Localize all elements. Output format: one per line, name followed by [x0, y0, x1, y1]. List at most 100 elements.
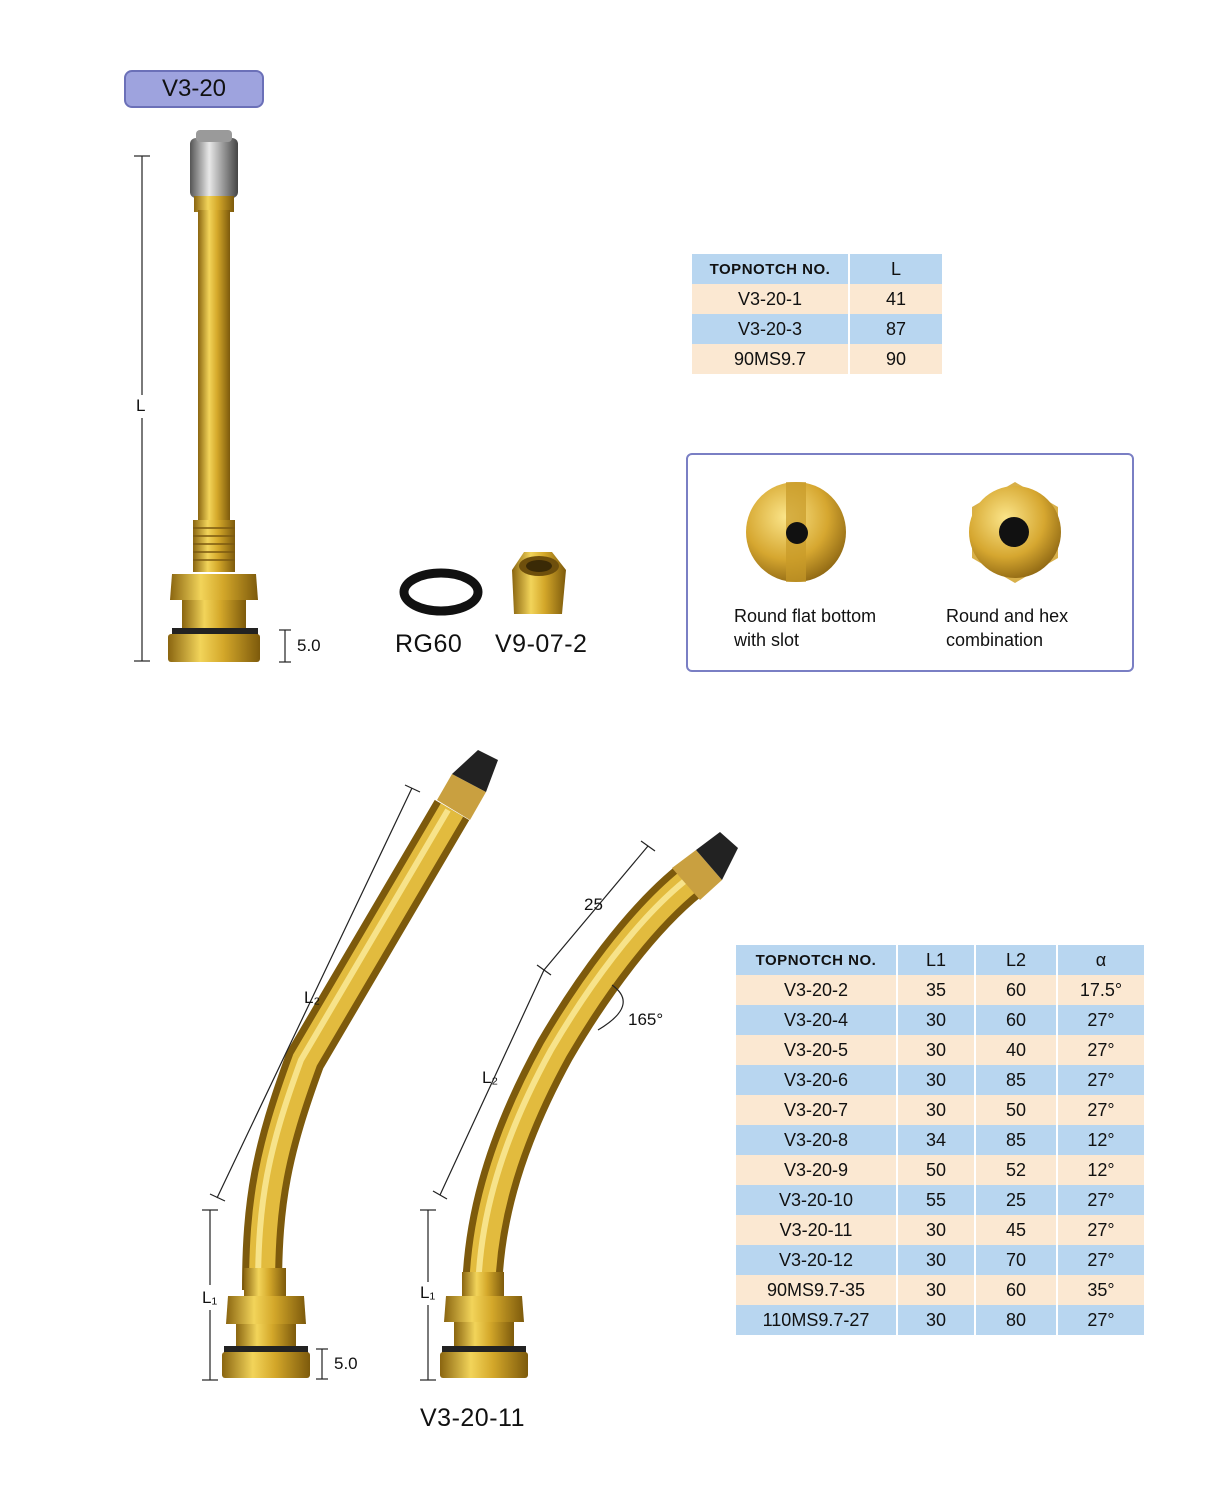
table-row: 90MS9.7 90: [692, 344, 942, 374]
caption-line: combination: [946, 630, 1044, 650]
table-cell: 30: [898, 1005, 974, 1035]
table-cell: V3-20-8: [736, 1125, 896, 1155]
bent-left-dimension-lines: [202, 784, 421, 1381]
bent-right-dimension-lines: [420, 840, 656, 1381]
table-cell: V3-20-10: [736, 1185, 896, 1215]
table-cell: 27°: [1058, 1245, 1144, 1275]
tip-length-label: 25: [584, 895, 603, 914]
table-cell: V3-20-7: [736, 1095, 896, 1125]
angle-label: 165°: [628, 1010, 664, 1029]
length-label: L: [136, 396, 146, 415]
table-cell: 25: [976, 1185, 1056, 1215]
hex-nut-icon: [512, 552, 566, 614]
table-header-cell: α: [1058, 945, 1144, 975]
table-cell: 41: [850, 284, 942, 314]
table-cell: 12°: [1058, 1125, 1144, 1155]
caption-line: Round flat bottom: [734, 606, 877, 626]
table-cell: V3-20-11: [736, 1215, 896, 1245]
table-cell: 17.5°: [1058, 975, 1144, 1005]
straight-valve-icon: [168, 130, 260, 662]
base-height-label: 5.0: [297, 636, 321, 655]
table-cell: 85: [976, 1125, 1056, 1155]
accessory-label-nut: V9-07-2: [495, 630, 588, 658]
model-badge: V3-20: [124, 70, 264, 108]
table-cell: 35: [898, 975, 974, 1005]
table-cell: 52: [976, 1155, 1056, 1185]
table-header-cell: L2: [976, 945, 1056, 975]
table-cell: 110MS9.7-27: [736, 1305, 896, 1335]
table-cell: 30: [898, 1065, 974, 1095]
table-cell: 40: [976, 1035, 1056, 1065]
table-cell: 80: [976, 1305, 1056, 1335]
table-cell: 30: [898, 1035, 974, 1065]
table-cell: 60: [976, 975, 1056, 1005]
o-ring-icon: [399, 568, 483, 616]
table-cell: 50: [898, 1155, 974, 1185]
table-cell: 27°: [1058, 1215, 1144, 1245]
round-slot-bottom-icon: [746, 482, 846, 582]
l1-label-left: L₁: [202, 1288, 218, 1307]
length-dimension-line: [134, 155, 291, 663]
accessory-label-oring: RG60: [395, 630, 463, 658]
spec-table-straight: TOPNOTCH NO. L V3-20-1 41 V3-20-3 87 90M…: [690, 254, 944, 374]
table-cell: 27°: [1058, 1185, 1144, 1215]
table-cell: V3-20-4: [736, 1005, 896, 1035]
table-row: V3-20-1 41: [692, 284, 942, 314]
base-height-label-bent: 5.0: [334, 1354, 358, 1373]
table-row: V3-20-3 87: [692, 314, 942, 344]
round-hex-bottom-icon: [969, 482, 1061, 583]
table-cell: 30: [898, 1215, 974, 1245]
table-cell: 27°: [1058, 1035, 1144, 1065]
table-header-cell: L: [850, 254, 942, 284]
bent-valve-left-icon: [222, 750, 498, 1378]
l1-label-right: L₁: [420, 1283, 436, 1302]
table-cell: 12°: [1058, 1155, 1144, 1185]
table-cell: 45: [976, 1215, 1056, 1245]
bottom-option-hex: Round and hex combination: [946, 604, 1068, 652]
table-header-row: TOPNOTCH NO. L1 L2 α: [736, 945, 1144, 975]
table-cell: 90MS9.7-35: [736, 1275, 896, 1305]
table-header-cell: TOPNOTCH NO.: [736, 945, 896, 975]
table-header-cell: L1: [898, 945, 974, 975]
table-cell: V3-20-3: [692, 314, 848, 344]
table-cell: 27°: [1058, 1095, 1144, 1125]
table-cell: V3-20-5: [736, 1035, 896, 1065]
table-cell: 30: [898, 1245, 974, 1275]
table-cell: V3-20-6: [736, 1065, 896, 1095]
table-cell: 35°: [1058, 1275, 1144, 1305]
table-cell: 27°: [1058, 1005, 1144, 1035]
table-header-row: TOPNOTCH NO. L: [692, 254, 942, 284]
caption-line: with slot: [734, 630, 800, 650]
table-cell: 60: [976, 1275, 1056, 1305]
table-cell: 50: [976, 1095, 1056, 1125]
table-header-cell: TOPNOTCH NO.: [692, 254, 848, 284]
table-cell: 90MS9.7: [692, 344, 848, 374]
table-cell: 55: [898, 1185, 974, 1215]
table-cell: 87: [850, 314, 942, 344]
table-cell: 30: [898, 1095, 974, 1125]
l2-label-right: L₂: [482, 1068, 499, 1087]
bent-valve-caption: V3-20-11: [420, 1404, 525, 1432]
table-cell: 27°: [1058, 1065, 1144, 1095]
table-cell: 60: [976, 1005, 1056, 1035]
table-cell: 85: [976, 1065, 1056, 1095]
table-cell: 70: [976, 1245, 1056, 1275]
table-cell: V3-20-9: [736, 1155, 896, 1185]
table-cell: 90: [850, 344, 942, 374]
caption-line: Round and hex: [946, 606, 1069, 626]
bottom-options-box: [686, 453, 1134, 672]
bent-valve-right-icon: [440, 832, 738, 1378]
